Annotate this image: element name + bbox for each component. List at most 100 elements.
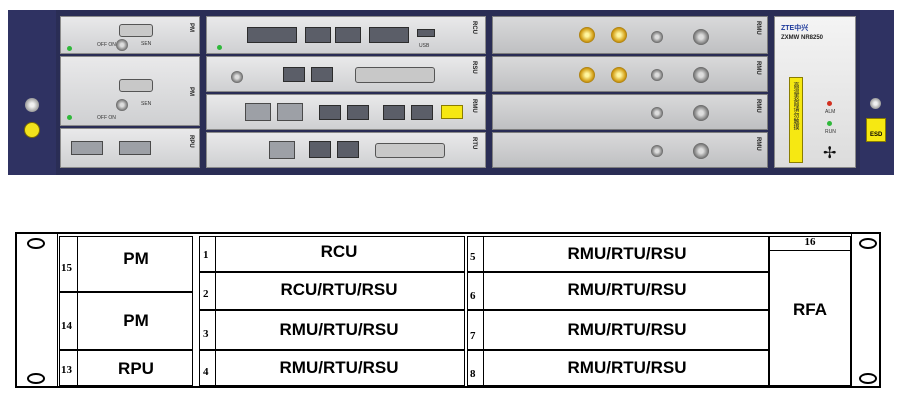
photo-board-rmu-8: RMU bbox=[492, 132, 768, 168]
status-led-icon bbox=[67, 115, 72, 120]
status-led-icon bbox=[67, 46, 72, 51]
switch-knob-icon bbox=[651, 69, 663, 81]
photo-board-rmu-3: RMU bbox=[206, 94, 486, 130]
coax-connector-icon bbox=[611, 67, 627, 83]
coax-connector-icon bbox=[579, 27, 595, 43]
test-port-icon bbox=[693, 29, 709, 45]
brand-text: ZTE中兴 bbox=[781, 25, 809, 32]
eth-port bbox=[411, 105, 433, 120]
slot-3 bbox=[199, 310, 465, 350]
mounting-hole-icon bbox=[27, 373, 45, 384]
usb-port bbox=[417, 29, 435, 37]
photo-board-pm-15: OFF ON SEN PM bbox=[60, 16, 200, 54]
switch-knob-icon bbox=[651, 107, 663, 119]
slot-4 bbox=[199, 350, 465, 386]
d-sub-connector bbox=[375, 143, 445, 158]
slot-5 bbox=[467, 236, 769, 272]
rpu-label: RPU bbox=[188, 135, 194, 148]
warning-tag bbox=[441, 105, 463, 119]
coax-connector-icon bbox=[611, 27, 627, 43]
sw1-port bbox=[305, 27, 331, 43]
slot-number-3: 3 bbox=[203, 328, 209, 340]
sfp-port bbox=[277, 103, 303, 121]
number-column-line bbox=[77, 236, 78, 386]
rpu-port bbox=[71, 141, 103, 155]
number-column-line bbox=[215, 236, 216, 386]
sfp-port bbox=[245, 103, 271, 121]
slot-number-4: 4 bbox=[203, 366, 209, 378]
off-on-text: OFF ON bbox=[97, 42, 116, 48]
slot-diagram: 15 PM 14 PM 13 RPU 1 RCU 2 RCU/RTU/RSU 3… bbox=[15, 232, 881, 388]
slot-label-6: RMU/RTU/RSU bbox=[567, 280, 687, 299]
model-text: ZXMW NR8250 bbox=[781, 35, 824, 41]
coax-connector-icon bbox=[579, 67, 595, 83]
fan-icon: ✢ bbox=[823, 145, 837, 162]
photo-board-rmu-4: RTU bbox=[206, 132, 486, 168]
rcu-label: RCU bbox=[471, 21, 477, 34]
power-switch-icon bbox=[116, 39, 128, 51]
photo-board-rcu-2: RSU bbox=[206, 56, 486, 92]
test-port-icon bbox=[693, 105, 709, 121]
rfa-warning-text: 高温表面请勿触摸 bbox=[792, 82, 798, 130]
mounting-hole-icon bbox=[859, 373, 877, 384]
mounting-screw-icon bbox=[25, 98, 39, 112]
sen-text: SEN bbox=[141, 41, 152, 47]
slot-label-13: RPU bbox=[118, 359, 154, 378]
rmu-label: RMU bbox=[755, 137, 761, 151]
slot-16-rfa bbox=[769, 236, 851, 386]
photo-board-rcu-1: USB RCU bbox=[206, 16, 486, 54]
slot-number-15: 15 bbox=[61, 262, 72, 274]
slot-number-14: 14 bbox=[61, 320, 72, 332]
rmu-label: RMU bbox=[755, 61, 761, 75]
alm-text: ALM bbox=[825, 109, 836, 115]
photo-board-rmu-5: RMU bbox=[492, 16, 768, 54]
photo-board-rfa: ZTE中兴 ZXMW NR8250 高温表面请勿触摸 ALM RUN ✢ bbox=[774, 16, 856, 168]
pm-label-15: PM bbox=[188, 23, 194, 32]
right-rack-ear bbox=[860, 10, 894, 175]
clk-port bbox=[369, 27, 409, 43]
ground-icon bbox=[24, 122, 40, 138]
left-rack-ear bbox=[8, 10, 56, 175]
slot-label-14: PM bbox=[123, 311, 149, 330]
power-connector bbox=[119, 24, 153, 37]
slot-label-8: RMU/RTU/RSU bbox=[567, 358, 687, 377]
rmu-label: RMU bbox=[755, 21, 761, 35]
slot-2 bbox=[199, 272, 465, 310]
switch-knob-icon bbox=[651, 145, 663, 157]
slot-15-pm bbox=[59, 236, 193, 292]
slot-label-2: RCU/RTU/RSU bbox=[280, 280, 398, 299]
d-sub-connector bbox=[355, 67, 435, 83]
reset-button-icon bbox=[231, 71, 243, 83]
slot-label-3: RMU/RTU/RSU bbox=[279, 320, 399, 339]
esd-icon: ESD bbox=[866, 118, 886, 142]
slot-13-rpu bbox=[59, 350, 193, 386]
slot-label-5: RMU/RTU/RSU bbox=[567, 244, 687, 263]
rmu-label: RMU bbox=[755, 99, 761, 113]
slot-label-15: PM bbox=[123, 249, 149, 268]
alm-led-icon bbox=[827, 101, 832, 106]
rfa-number-line bbox=[769, 250, 851, 251]
slot-label-4: RMU/RTU/RSU bbox=[279, 358, 399, 377]
power-connector bbox=[119, 79, 153, 92]
photo-board-rmu-7: RMU bbox=[492, 94, 768, 130]
usb-text: USB bbox=[419, 43, 430, 49]
slot-number-6: 6 bbox=[470, 290, 476, 302]
eth-port bbox=[319, 105, 341, 120]
slot-label-1: RCU bbox=[320, 242, 358, 261]
rtu-label: RTU bbox=[471, 137, 477, 150]
slot-6 bbox=[467, 272, 769, 310]
test-port-icon bbox=[693, 67, 709, 83]
mounting-hole-icon bbox=[27, 238, 45, 249]
photo-board-rpu-13: RPU bbox=[60, 128, 200, 168]
slot-number-2: 2 bbox=[203, 288, 209, 300]
slot-label-7: RMU/RTU/RSU bbox=[567, 320, 687, 339]
status-led-icon bbox=[217, 45, 222, 50]
slot-number-7: 7 bbox=[470, 330, 476, 342]
mounting-screw-icon bbox=[870, 98, 881, 109]
slot-label-16: RFA bbox=[793, 300, 827, 319]
right-ear-line bbox=[851, 234, 852, 386]
photo-board-pm-14: OFF ON SEN PM bbox=[60, 56, 200, 126]
eth-port bbox=[309, 141, 331, 158]
slot-1-rcu bbox=[199, 236, 465, 272]
left-ear-line bbox=[57, 234, 58, 386]
